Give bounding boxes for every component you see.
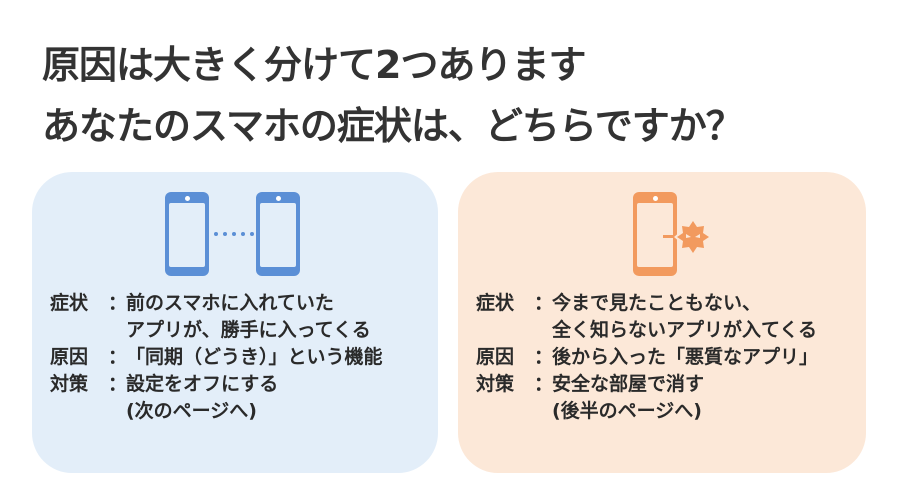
fix-label: 対策 — [476, 373, 515, 395]
fix-page-ref: (次のページへ) — [126, 400, 257, 422]
symptom-label: 症状 — [476, 292, 515, 314]
symptom-text: 今まで見たこともない、 — [552, 292, 762, 314]
fix-row: 対策 ： 設定をオフにする — [50, 371, 383, 398]
phone-icon — [256, 192, 300, 276]
phone-icon — [633, 192, 677, 276]
phone-icon — [165, 192, 209, 276]
symptom-text-cont: アプリが、勝手に入ってくる — [126, 319, 371, 341]
phone-malware-icon — [458, 192, 866, 278]
symptom-text-cont: 全く知らないアプリが入てくる — [552, 319, 818, 341]
cause-row: 原因 ： 後から入った「悪質なアプリ」 — [476, 344, 818, 371]
symptom-row: 症状 ： 今まで見たこともない、 — [476, 290, 818, 317]
title-line-2: あなたのスマホの症状は、どちらですか？ — [42, 104, 744, 148]
cause-label: 原因 — [50, 346, 89, 368]
fix-label: 対策 — [50, 373, 89, 395]
fix-row: 対策 ： 安全な部屋で消す — [476, 371, 818, 398]
malware-cause-card: 症状 ： 今まで見たこともない、 全く知らないアプリが入てくる 原因 ： 後から… — [458, 172, 866, 473]
symptom-text: 前のスマホに入れていた — [126, 292, 334, 314]
cause-text: 「同期（どうき）」という機能 — [126, 346, 383, 368]
cause-row: 原因 ： 「同期（どうき）」という機能 — [50, 344, 383, 371]
symptom-row: 症状 ： 前のスマホに入れていた — [50, 290, 383, 317]
symptom-label: 症状 — [50, 292, 89, 314]
fix-page-ref: (後半のページへ) — [552, 400, 702, 422]
cause-text: 後から入った「悪質なアプリ」 — [552, 346, 819, 368]
virus-icon — [663, 218, 712, 256]
sync-dots-icon — [214, 232, 254, 236]
fix-text: 安全な部屋で消す — [552, 373, 705, 395]
cause-label: 原因 — [476, 346, 515, 368]
fix-text: 設定をオフにする — [126, 373, 279, 395]
sync-cause-card: 症状 ： 前のスマホに入れていた アプリが、勝手に入ってくる 原因 ： 「同期（… — [32, 172, 438, 473]
two-phones-sync-icon — [32, 192, 438, 278]
title-line-1: 原因は大きく分けて2つあります — [42, 43, 586, 87]
